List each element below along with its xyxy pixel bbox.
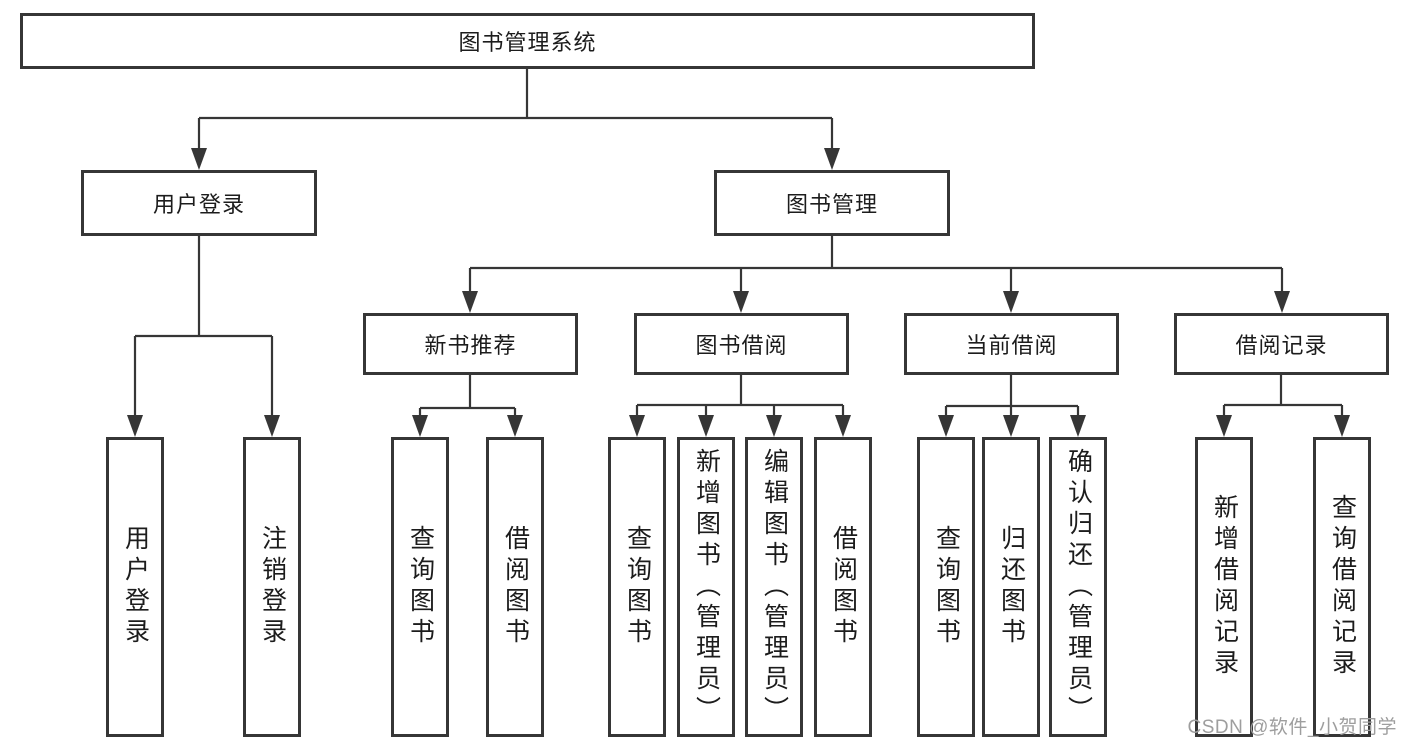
arrow-down-icon: [938, 415, 954, 437]
arrow-down-icon: [629, 415, 645, 437]
arrow-down-icon: [264, 415, 280, 437]
node-query-books-recommend: 查询图书: [391, 437, 449, 737]
arrow-down-icon: [733, 291, 749, 313]
node-user-login-leaf: 用户登录: [106, 437, 164, 737]
arrow-down-icon: [412, 415, 428, 437]
arrow-down-icon: [1070, 415, 1086, 437]
arrow-down-icon: [698, 415, 714, 437]
node-borrow-books-recommend: 借阅图书: [486, 437, 544, 737]
node-return-books: 归还图书: [982, 437, 1040, 737]
node-query-borrow-record: 查询借阅记录: [1313, 437, 1371, 737]
arrow-down-icon: [766, 415, 782, 437]
arrow-down-icon: [824, 148, 840, 170]
node-book-management: 图书管理: [714, 170, 950, 236]
node-book-borrow: 图书借阅: [634, 313, 849, 375]
node-library-system-root: 图书管理系统: [20, 13, 1035, 69]
arrow-down-icon: [1003, 291, 1019, 313]
node-query-books-borrow: 查询图书: [608, 437, 666, 737]
node-add-books-admin: 新增图书（管理员）: [677, 437, 735, 737]
node-add-borrow-record: 新增借阅记录: [1195, 437, 1253, 737]
arrow-down-icon: [462, 291, 478, 313]
arrow-down-icon: [127, 415, 143, 437]
node-borrow-records: 借阅记录: [1174, 313, 1389, 375]
node-new-book-recommend: 新书推荐: [363, 313, 578, 375]
arrow-down-icon: [1274, 291, 1290, 313]
arrow-down-icon: [835, 415, 851, 437]
node-query-books-current: 查询图书: [917, 437, 975, 737]
node-current-borrow: 当前借阅: [904, 313, 1119, 375]
watermark: CSDN @软件_小贺同学: [1187, 717, 1397, 738]
arrow-down-icon: [1334, 415, 1350, 437]
node-user-login: 用户登录: [81, 170, 317, 236]
arrow-down-icon: [191, 148, 207, 170]
node-logout-leaf: 注销登录: [243, 437, 301, 737]
arrow-down-icon: [1003, 415, 1019, 437]
connector-line: [133, 69, 1344, 417]
node-edit-books-admin: 编辑图书（管理员）: [745, 437, 803, 737]
arrow-down-icon: [1216, 415, 1232, 437]
node-borrow-books-leaf: 借阅图书: [814, 437, 872, 737]
node-confirm-return-admin: 确认归还（管理员）: [1049, 437, 1107, 737]
arrow-down-icon: [507, 415, 523, 437]
